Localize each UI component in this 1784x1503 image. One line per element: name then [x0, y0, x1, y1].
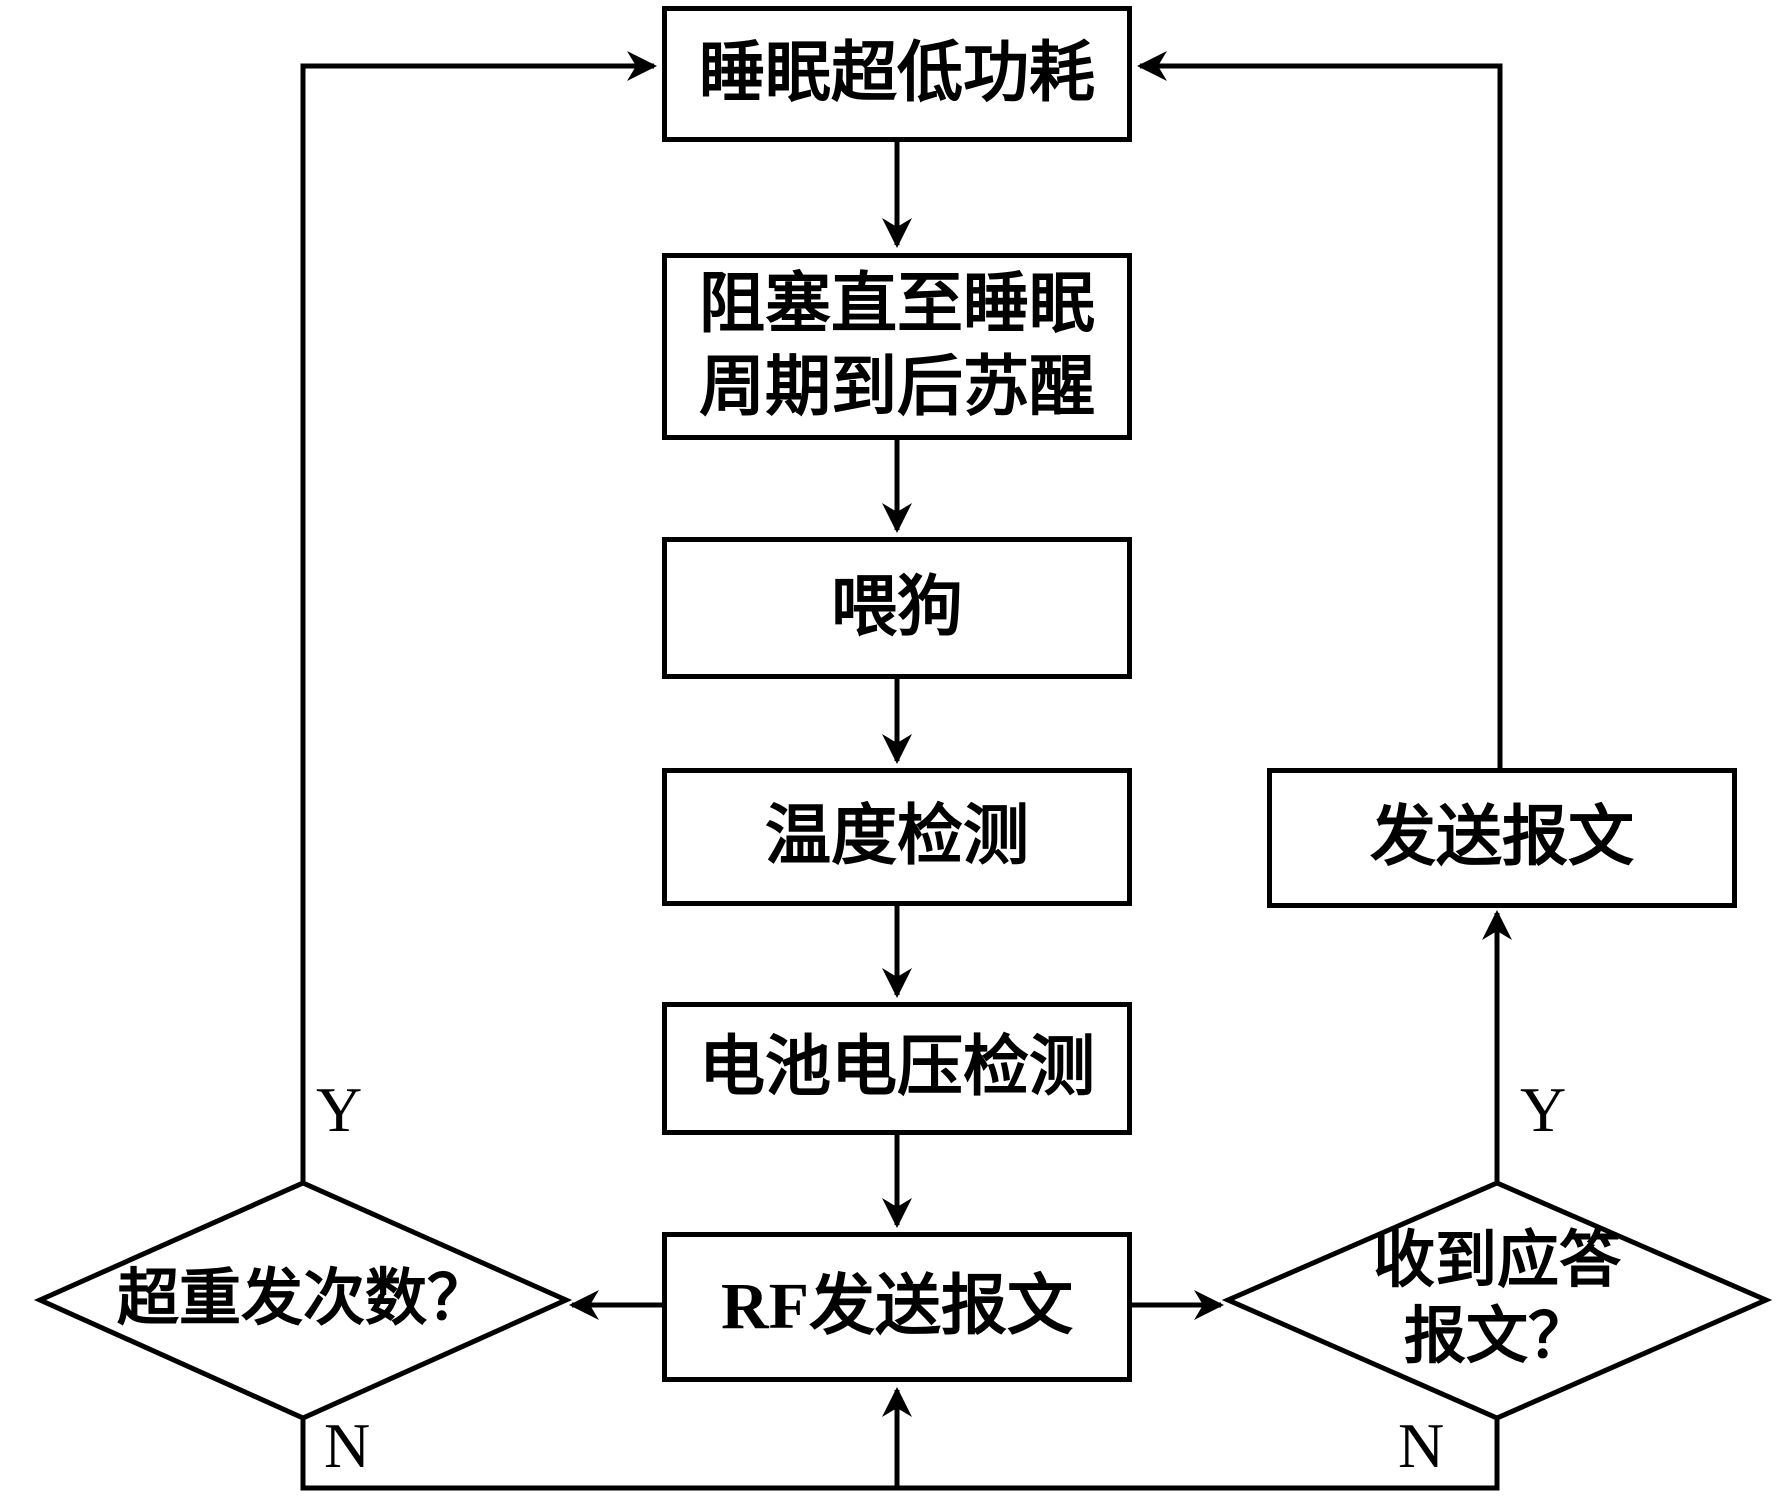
node-battery-voltage-check: 电池电压检测	[662, 1002, 1132, 1135]
decision-ack-received-shape	[1221, 1180, 1773, 1421]
node-feed-watchdog: 喂狗	[662, 537, 1132, 679]
branch-label-retry-yes: Y	[316, 1074, 363, 1145]
arrow-retry-yes-to-sleep	[300, 51, 657, 1183]
branch-label-ack-yes: Y	[1520, 1074, 1567, 1145]
node-block-until-wake: 阻塞直至睡眠 周期到后苏醒	[662, 253, 1132, 440]
decision-retry-count-shape	[33, 1180, 573, 1421]
decision-ack-received-label: 收到应答 报文？	[1252, 1206, 1742, 1394]
decision-retry-count-text: 超重发次数？	[116, 1265, 489, 1334]
arrow-send-to-sleep	[1137, 51, 1503, 768]
node-temperature-check: 温度检测	[662, 768, 1132, 906]
node-sleep-low-power: 睡眠超低功耗	[662, 6, 1132, 142]
node-sleep-low-power-label: 睡眠超低功耗	[699, 36, 1095, 110]
node-block-until-wake-line1: 阻塞直至睡眠	[699, 268, 1095, 341]
decision-ack-received-line2: 报文？	[1403, 1303, 1590, 1371]
node-temperature-check-label: 温度检测	[765, 799, 1029, 873]
node-block-until-wake-line2: 周期到后苏醒	[699, 350, 1095, 424]
line-bottom-no-path	[300, 1418, 1500, 1491]
node-rf-send-message-label: RF发送报文	[721, 1269, 1073, 1343]
decision-ack-received-line1: 收到应答	[1372, 1227, 1621, 1296]
node-feed-watchdog-label: 喂狗	[831, 570, 963, 644]
branch-label-ack-no: N	[1398, 1410, 1445, 1481]
node-send-message-label: 发送报文	[1370, 800, 1634, 874]
node-rf-send-message: RF发送报文	[662, 1232, 1132, 1382]
node-send-message: 发送报文	[1267, 768, 1737, 908]
node-battery-voltage-check-label: 电池电压检测	[699, 1031, 1095, 1105]
decision-retry-count-label: 超重发次数？	[60, 1242, 546, 1358]
branch-label-retry-no: N	[324, 1410, 371, 1481]
